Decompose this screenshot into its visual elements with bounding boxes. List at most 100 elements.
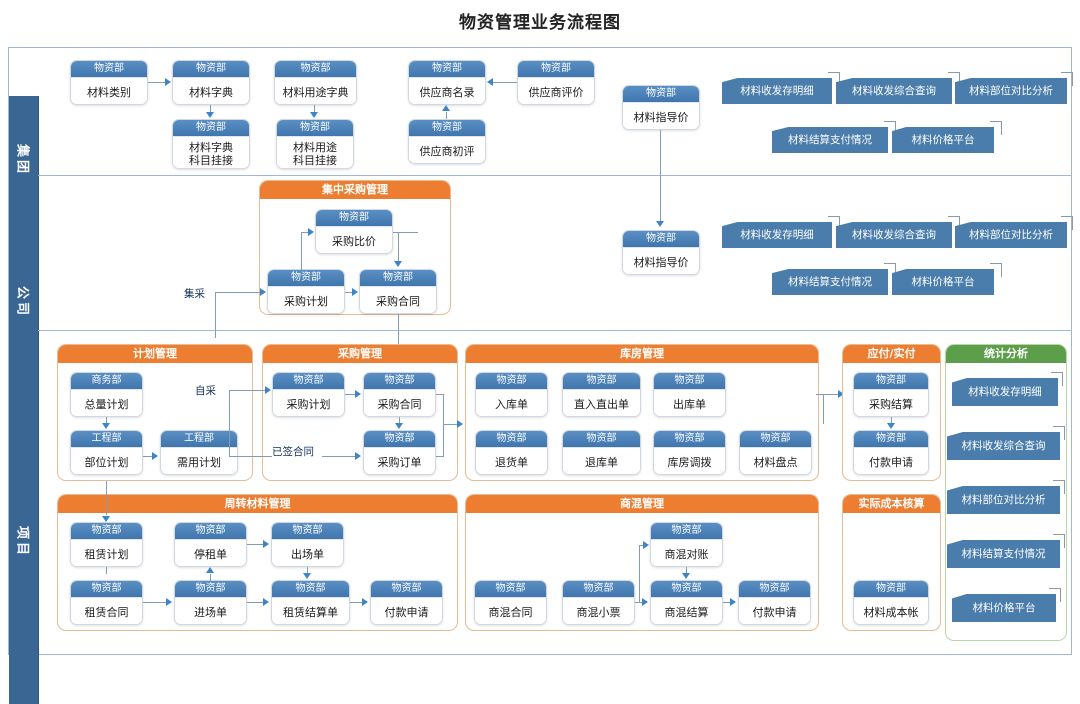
node-material-category[interactable]: 物资部 材料类别 xyxy=(70,60,148,105)
report-material-receipt-query-group[interactable]: 材料收发综合查询 xyxy=(836,72,960,104)
node-material-guide-price-company[interactable]: 物资部 材料指导价 xyxy=(622,230,700,275)
node-label: 租赁合同 xyxy=(71,598,142,624)
node-dept: 物资部 xyxy=(175,523,246,540)
connector xyxy=(350,602,363,604)
node-payment-request-payable[interactable]: 物资部 付款申请 xyxy=(853,430,929,475)
report-material-price-platform-company[interactable]: 材料价格平台 xyxy=(892,263,1002,295)
node-concrete-settlement[interactable]: 物资部 商混结算 xyxy=(650,580,723,625)
node-warehouse-transfer[interactable]: 物资部 库房调拨 xyxy=(653,430,726,475)
node-purchase-order[interactable]: 物资部 采购订单 xyxy=(363,430,436,475)
node-material-guide-price-group[interactable]: 物资部 材料指导价 xyxy=(622,85,700,130)
arrow-right xyxy=(730,598,736,606)
node-return-stock-order[interactable]: 物资部 退库单 xyxy=(562,430,641,475)
connector xyxy=(660,130,662,222)
lane-header-project: 项目 xyxy=(9,379,39,704)
node-dept: 物资部 xyxy=(476,431,547,448)
node-material-inventory-check[interactable]: 物资部 材料盘点 xyxy=(739,430,812,475)
node-material-dict-subject-link[interactable]: 物资部 材料字典 科目挂接 xyxy=(172,119,250,169)
node-return-goods-order[interactable]: 物资部 退货单 xyxy=(475,430,548,475)
node-outbound-order[interactable]: 物资部 出库单 xyxy=(653,372,726,417)
report-shape: 材料收发存明细 xyxy=(722,78,832,104)
node-concrete-contract[interactable]: 物资部 商混合同 xyxy=(474,580,547,625)
arrow-up xyxy=(442,105,450,111)
node-material-dictionary[interactable]: 物资部 材料字典 xyxy=(172,60,250,105)
report-material-receipt-detail-project[interactable]: 材料收发存明细 xyxy=(952,372,1063,406)
report-corner-bracket xyxy=(1051,372,1063,386)
node-exit-site-order[interactable]: 物资部 出场单 xyxy=(271,522,344,567)
node-purchase-contract-company[interactable]: 物资部 采购合同 xyxy=(359,269,437,314)
arrow-right xyxy=(355,390,361,398)
arrow-down xyxy=(394,261,402,267)
node-label: 供应商评价 xyxy=(518,78,594,104)
connector xyxy=(436,456,444,458)
arrow-up xyxy=(206,567,214,573)
node-dept: 物资部 xyxy=(563,431,640,448)
node-stop-rent-order[interactable]: 物资部 停租单 xyxy=(174,522,247,567)
arrow-right xyxy=(152,452,158,460)
node-enter-site-order[interactable]: 物资部 进场单 xyxy=(174,580,247,625)
node-dept: 物资部 xyxy=(360,270,436,287)
node-label: 商混对账 xyxy=(651,540,722,566)
report-material-receipt-query-company[interactable]: 材料收发综合查询 xyxy=(836,216,960,248)
node-lease-contract[interactable]: 物资部 租赁合同 xyxy=(70,580,143,625)
report-label: 材料结算支付情况 xyxy=(961,548,1046,560)
node-payment-request-turnover[interactable]: 物资部 付款申请 xyxy=(370,580,443,625)
node-inbound-order[interactable]: 物资部 入库单 xyxy=(475,372,548,417)
node-direct-in-out-order[interactable]: 物资部 直入直出单 xyxy=(562,372,641,417)
node-purchase-contract-project[interactable]: 物资部 采购合同 xyxy=(363,372,436,417)
node-concrete-ticket[interactable]: 物资部 商混小票 xyxy=(562,580,635,625)
report-material-position-compare-company[interactable]: 材料部位对比分析 xyxy=(955,216,1073,248)
arrow-right xyxy=(642,598,648,606)
node-payment-request-concrete[interactable]: 物资部 付款申请 xyxy=(738,580,811,625)
connector xyxy=(238,456,272,458)
node-label: 供应商初评 xyxy=(409,137,485,163)
node-lease-settlement-order[interactable]: 物资部 租赁结算单 xyxy=(271,580,350,625)
report-shape: 材料结算支付情况 xyxy=(772,127,888,153)
node-material-usage-dictionary[interactable]: 物资部 材料用途字典 xyxy=(274,60,357,105)
connector xyxy=(891,417,893,424)
lane-header-group: 集团 xyxy=(9,96,39,224)
node-supplier-evaluation[interactable]: 物资部 供应商评价 xyxy=(517,60,595,105)
node-total-quantity-plan[interactable]: 商务部 总量计划 xyxy=(70,372,143,417)
node-purchase-settlement[interactable]: 物资部 采购结算 xyxy=(853,372,929,417)
node-lease-plan[interactable]: 物资部 租赁计划 xyxy=(70,522,143,567)
report-shape: 材料结算支付情况 xyxy=(947,540,1060,568)
node-purchase-price-comparison[interactable]: 物资部 采购比价 xyxy=(315,209,393,254)
node-label: 材料盘点 xyxy=(740,448,811,474)
node-label: 商混合同 xyxy=(475,598,546,624)
report-material-receipt-detail-company[interactable]: 材料收发存明细 xyxy=(722,216,840,248)
report-label: 材料结算支付情况 xyxy=(788,276,872,288)
report-material-price-platform-group[interactable]: 材料价格平台 xyxy=(892,121,1002,153)
arrow-right xyxy=(263,598,269,606)
report-material-settlement-payment-group[interactable]: 材料结算支付情况 xyxy=(772,121,896,153)
node-supplier-initial-review[interactable]: 物资部 供应商初评 xyxy=(408,119,486,164)
report-label: 材料收发存明细 xyxy=(968,386,1042,398)
node-dept: 物资部 xyxy=(409,61,485,78)
node-label: 付款申请 xyxy=(739,598,810,624)
node-material-cost-ledger[interactable]: 物资部 材料成本帐 xyxy=(853,580,929,625)
report-material-receipt-query-project[interactable]: 材料收发综合查询 xyxy=(947,426,1065,460)
node-material-usage-subject-link[interactable]: 物资部 材料用途 科目挂接 xyxy=(276,119,354,169)
node-label: 材料指导价 xyxy=(623,103,699,129)
node-dept: 物资部 xyxy=(71,61,147,78)
connector xyxy=(443,424,459,426)
report-material-price-platform-project[interactable]: 材料价格平台 xyxy=(952,588,1061,622)
report-material-receipt-detail-group[interactable]: 材料收发存明细 xyxy=(722,72,840,104)
node-purchase-plan-project[interactable]: 物资部 采购计划 xyxy=(272,372,345,417)
report-material-position-compare-project[interactable]: 材料部位对比分析 xyxy=(947,480,1065,514)
report-material-settlement-payment-company[interactable]: 材料结算支付情况 xyxy=(772,263,896,295)
lane-label-project: 项目 xyxy=(14,525,29,558)
arrow-down xyxy=(102,423,110,429)
node-requirement-plan[interactable]: 工程部 需用计划 xyxy=(160,430,238,475)
node-concrete-reconciliation[interactable]: 物资部 商混对账 xyxy=(650,522,723,567)
report-shape: 材料部位对比分析 xyxy=(947,486,1060,514)
node-label: 材料用途 科目挂接 xyxy=(277,137,353,168)
node-dept: 物资部 xyxy=(316,210,392,227)
report-material-position-compare-group[interactable]: 材料部位对比分析 xyxy=(955,72,1073,104)
node-position-plan[interactable]: 工程部 部位计划 xyxy=(70,430,143,475)
report-material-settlement-payment-project[interactable]: 材料结算支付情况 xyxy=(947,534,1065,568)
report-shape: 材料价格平台 xyxy=(892,269,994,295)
report-label: 材料收发综合查询 xyxy=(961,440,1046,452)
node-purchase-plan-company[interactable]: 物资部 采购计划 xyxy=(267,269,345,314)
node-supplier-directory[interactable]: 物资部 供应商名录 xyxy=(408,60,486,105)
